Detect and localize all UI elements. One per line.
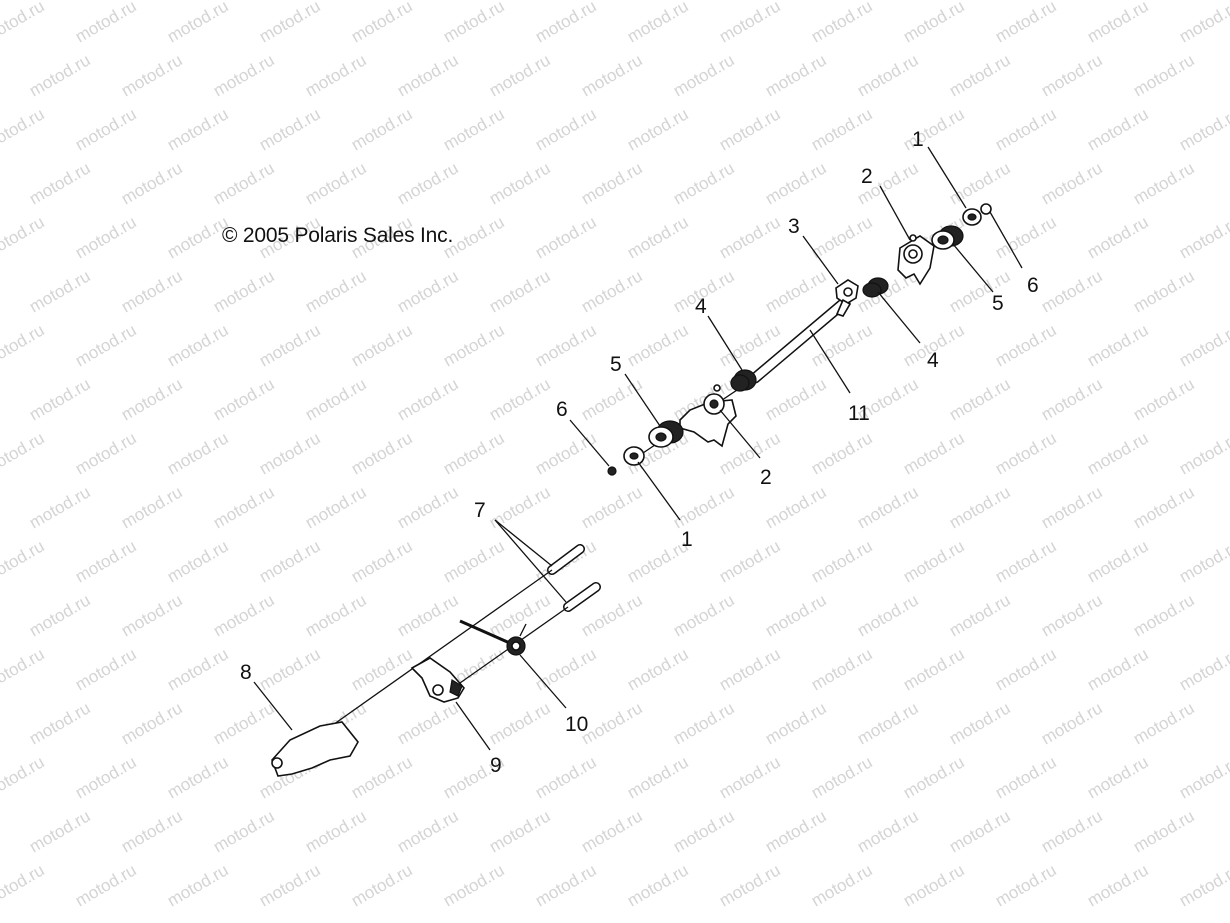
callout-10: 10 (565, 713, 588, 736)
washer-1-upper (962, 208, 982, 226)
callout-8: 8 (240, 661, 252, 684)
leader-lines (253, 146, 1023, 751)
callout-5-right: 5 (992, 292, 1004, 315)
callout-7: 7 (474, 499, 486, 522)
washer-1-lower (623, 446, 645, 466)
callout-3: 3 (788, 215, 800, 238)
pin-7-upper (547, 544, 585, 575)
spring-4-lower (730, 369, 757, 392)
callout-11: 11 (848, 402, 870, 425)
shift-fork-2-upper (897, 234, 935, 286)
spring-4-upper (862, 277, 889, 298)
callout-6-right: 6 (1027, 274, 1039, 297)
spring-5-lower (648, 420, 684, 448)
spring-10 (459, 619, 527, 656)
callout-4-top: 4 (695, 295, 707, 318)
ring-6-upper (980, 203, 992, 215)
callout-2-low: 2 (760, 466, 772, 489)
callout-6-left: 6 (556, 398, 568, 421)
shift-fork-2-lower (679, 384, 737, 448)
shift-fork-3 (835, 279, 859, 317)
shift-segment-9 (410, 657, 465, 703)
callout-5-left: 5 (610, 353, 622, 376)
shift-lever-8 (271, 721, 359, 777)
callout-1-top: 1 (912, 128, 924, 151)
spring-5-upper (931, 225, 964, 250)
pin-7-lower (563, 582, 601, 612)
callout-labels: 1 2 3 4 5 6 4 11 5 6 2 1 7 8 9 10 (240, 128, 1039, 777)
callout-1-low: 1 (681, 528, 693, 551)
callout-4-right: 4 (927, 349, 939, 372)
ring-6-lower (607, 466, 617, 476)
callout-2-top: 2 (861, 165, 873, 188)
callout-9: 9 (490, 754, 502, 777)
copyright-text: © 2005 Polaris Sales Inc. (222, 224, 454, 247)
